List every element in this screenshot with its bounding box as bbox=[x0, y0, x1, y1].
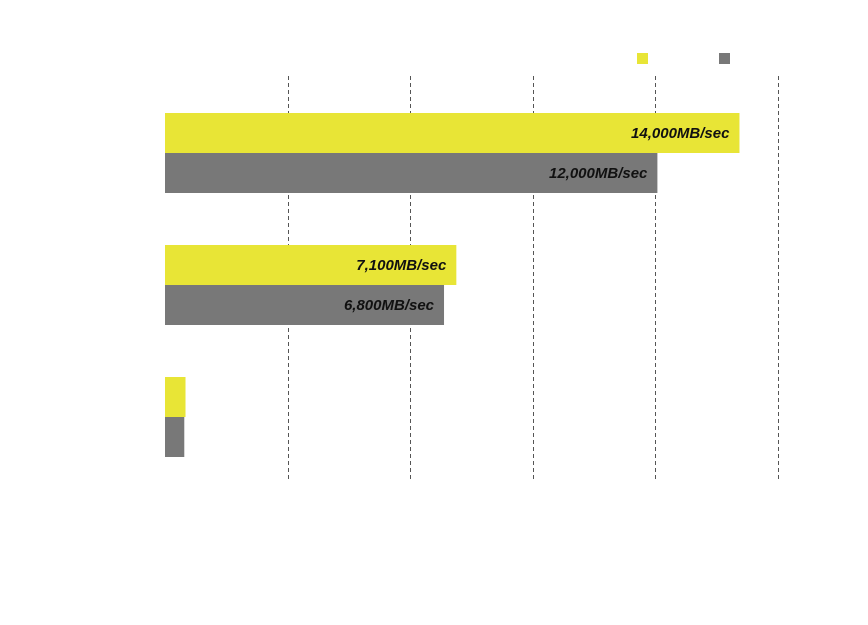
bar-series-b-0 bbox=[165, 153, 658, 193]
bar-series-a-1 bbox=[165, 245, 457, 285]
bar-value-label: 12,000MB/sec bbox=[549, 165, 648, 182]
bar-layer bbox=[165, 113, 740, 457]
grid-layer bbox=[288, 76, 779, 480]
bar-series-a-2 bbox=[165, 377, 186, 417]
legend-swatch bbox=[637, 53, 648, 64]
label-layer: 14,000MB/sec 7,100MB/sec 12,000MB/sec 6,800… bbox=[344, 125, 730, 314]
bar-series-b-1 bbox=[165, 285, 445, 325]
bar-series-a-0 bbox=[165, 113, 740, 153]
bar-value-label: 14,000MB/sec bbox=[631, 125, 730, 142]
bar-series-b-2 bbox=[165, 417, 185, 457]
bar-value-label: 6,800MB/sec bbox=[344, 297, 435, 314]
legend bbox=[637, 53, 730, 64]
legend-swatch bbox=[719, 53, 730, 64]
bar-value-label: 7,100MB/sec bbox=[356, 257, 447, 274]
